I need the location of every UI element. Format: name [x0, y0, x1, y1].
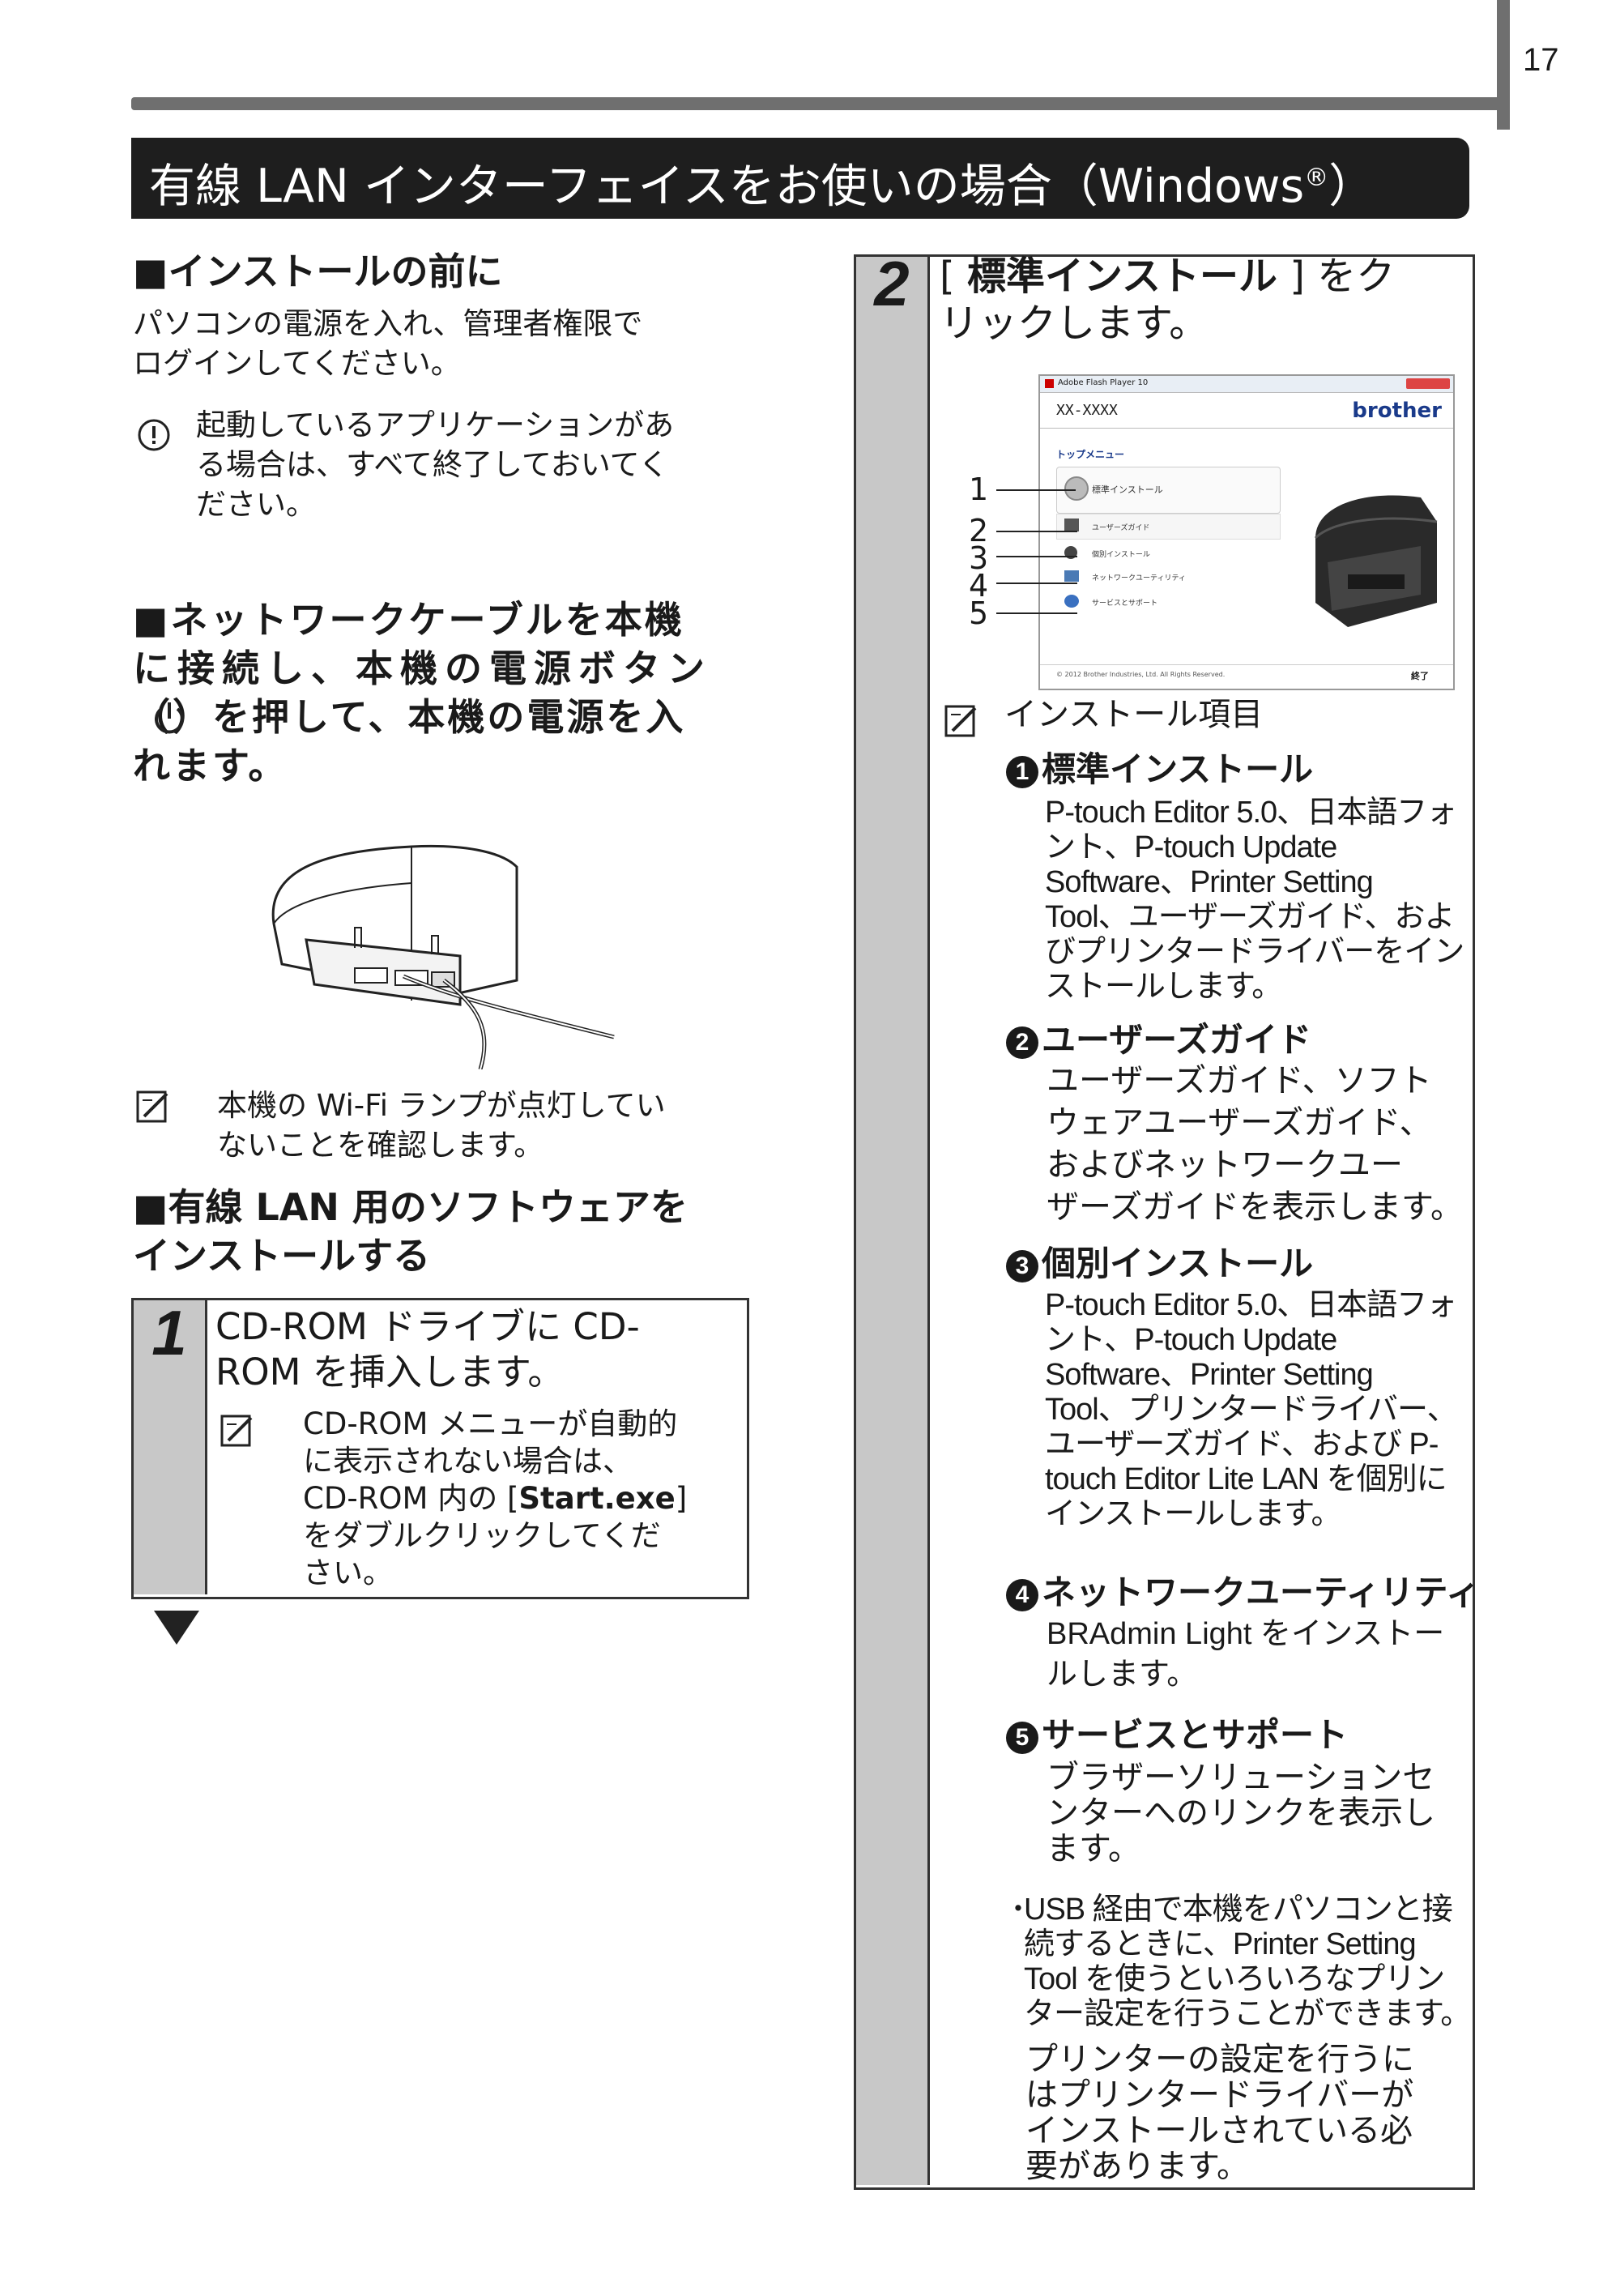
title-bar [131, 138, 1469, 219]
flash-icon [1045, 379, 1054, 388]
brother-logo: brother [1352, 399, 1442, 423]
header-rule-vertical [1497, 0, 1510, 130]
screenshot-footer-divider [1040, 664, 1453, 665]
disc-icon [1064, 476, 1089, 501]
item-5-body: ブラザーソリューションセ ンターへのリンクを表示し ます。 [1047, 1759, 1435, 1867]
item-4-number-icon: 4 [1006, 1578, 1038, 1611]
header-rule [131, 97, 1508, 110]
callout-lines [996, 489, 1077, 614]
step-2-number: 2 [874, 248, 910, 319]
support-icon [1064, 595, 1079, 608]
bullet-dot: ・ [1004, 1893, 1032, 1926]
network-cable-heading: ■ネットワークケーブルを本機 に接続し、本機の電源ボタン （）を押して、本機の電… [133, 598, 712, 787]
menu-item-standard-install[interactable]: 標準インストール [1092, 484, 1163, 495]
item-1-number-icon: 1 [1006, 755, 1038, 788]
page-title: 有線 LAN インターフェイスをお使いの場合（Windows®） [149, 160, 1375, 213]
usb-printer-setting-note: USB 経由で本機をパソコンと接 続するときに、Printer Setting … [1024, 1893, 1471, 2031]
screenshot-copyright: © 2012 Brother Industries, Ltd. All Righ… [1056, 671, 1226, 678]
screenshot-window-title: Adobe Flash Player 10 [1058, 378, 1149, 387]
callout-2: 2 [969, 513, 989, 548]
memo-icon [136, 1090, 168, 1123]
network-icon [1064, 570, 1079, 582]
menu-item-service-support[interactable]: サービスとサポート [1092, 600, 1158, 608]
book-icon [1064, 519, 1079, 531]
step-2-sidebar [856, 257, 930, 2185]
step-1-box [131, 1298, 749, 1599]
step-1-sidebar [134, 1300, 207, 1594]
screenshot-highlight [1056, 467, 1281, 514]
screenshot-menu-title: トップメニュー [1056, 449, 1125, 460]
item-2-body: ユーザーズガイド、ソフト ウェアユーザーズガイド、 およびネットワークユー ザー… [1047, 1062, 1463, 1226]
software-install-heading: ■有線 LAN 用のソフトウェアを インストールする [133, 1185, 688, 1278]
callout-5: 5 [969, 595, 989, 631]
step-2-instruction: [ 標準インストール ] をク リックします。 [940, 254, 1396, 346]
callout-1: 1 [969, 472, 989, 507]
step-1-number: 1 [151, 1297, 187, 1368]
printer-cable-illustration [271, 844, 615, 1069]
install-items-heading: インストール項目 [1004, 696, 1264, 733]
caution-text: 起動しているアプリケーションがあ る場合は、すべて終了しておいてく ださい。 [196, 408, 675, 522]
item-4-body: BRAdmin Light をインストー ルします。 [1047, 1617, 1445, 1692]
item-2-number-icon: 2 [1006, 1026, 1038, 1059]
next-arrow-icon [154, 1611, 199, 1645]
screenshot-titlebar: Adobe Flash Player 10 [1040, 376, 1453, 393]
wifi-lamp-note: 本機の Wi-Fi ランプが点灯してい ないことを確認します。 [217, 1088, 666, 1163]
exit-button[interactable]: 終了 [1411, 671, 1429, 681]
page-number: 17 [1523, 42, 1559, 78]
item-3-number-icon: 3 [1006, 1249, 1038, 1282]
callout-4: 4 [969, 568, 989, 604]
memo-icon [220, 1415, 253, 1447]
item-3-body: P-touch Editor 5.0、日本語フォ ント、P-touch Upda… [1045, 1288, 1458, 1531]
install-menu-screenshot: Adobe Flash Player 10 XX-XXXX brother トッ… [1038, 374, 1455, 690]
step-1-note: CD-ROM メニューが自動的 に表示されない場合は、 CD-ROM 内の [S… [303, 1406, 688, 1590]
menu-item-network-utility[interactable]: ネットワークユーティリティ [1092, 574, 1186, 583]
caution-icon [138, 419, 170, 451]
menu-item-custom-install[interactable]: 個別インストール [1092, 551, 1150, 559]
screenshot-row-2 [1056, 514, 1281, 540]
screenshot-divider [1040, 428, 1453, 429]
before-install-body: パソコンの電源を入れ、管理者権限で ログインしてください。 [133, 306, 643, 381]
power-icon [155, 702, 184, 734]
menu-item-user-guide[interactable]: ユーザーズガイド [1092, 524, 1150, 532]
item-5-number-icon: 5 [1006, 1721, 1038, 1754]
memo-icon [944, 705, 977, 737]
screenshot-model: XX-XXXX [1056, 402, 1118, 419]
printer-image [1314, 495, 1438, 627]
item-1-body: P-touch Editor 5.0、日本語フォ ント、P-touch Upda… [1045, 796, 1464, 1004]
window-controls [1406, 378, 1450, 389]
step-1-instruction: CD-ROM ドライブに CD- ROM を挿入します。 [215, 1305, 640, 1393]
before-install-heading: ■インストールの前に [133, 250, 503, 293]
callout-3: 3 [969, 540, 989, 576]
printer-driver-requirement: プリンターの設定を行うに はプリンタードライバーが インストールされている必 要… [1025, 2041, 1414, 2185]
